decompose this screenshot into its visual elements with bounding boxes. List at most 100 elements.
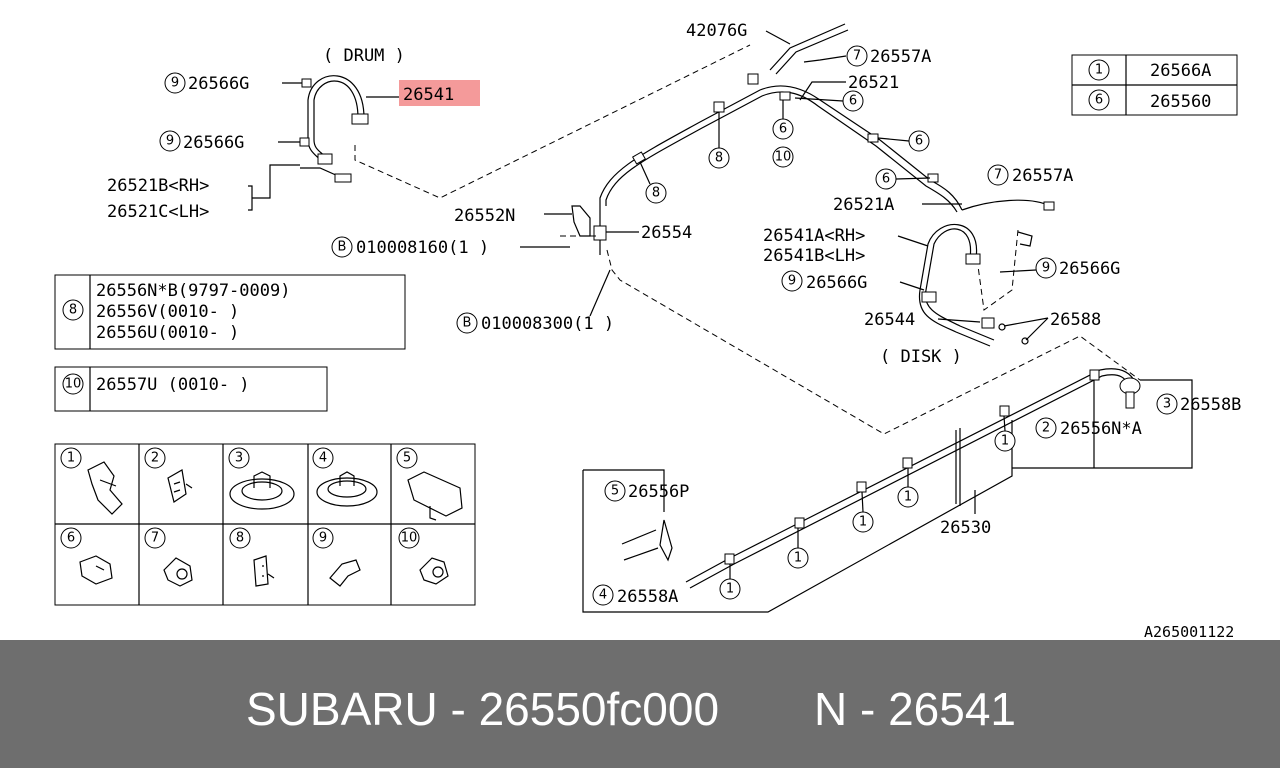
disk-brake-hose [918,223,1033,347]
svg-text:7: 7 [853,49,861,64]
table-10: 10 26557U (0010- ) [54,366,328,412]
part-cell-4: 4 [312,447,378,507]
drum-brake-hose [300,75,369,183]
marker-1: 1 [897,486,919,508]
marker-9: 9 [781,270,803,292]
svg-text:B: B [338,240,347,255]
brake-pipe-rear [621,368,1141,589]
callout-26552N[interactable]: 26552N [454,206,515,226]
marker-6: 6 [772,118,794,140]
svg-text:6: 6 [779,122,787,137]
svg-text:6: 6 [915,134,923,149]
svg-text:B: B [463,316,472,331]
table-top-right-part: 26566A [1150,61,1211,81]
callout-26566G-c[interactable]: 26566G [1059,259,1120,279]
svg-text:1: 1 [794,551,802,566]
svg-text:1: 1 [67,451,75,466]
marker-9: 9 [164,72,186,94]
marker-9: 9 [1035,257,1057,279]
svg-text:8: 8 [715,151,723,166]
svg-text:1: 1 [859,515,867,530]
callout-26521[interactable]: 26521 [848,73,899,93]
part-cell-6: 6 [60,527,113,585]
callout-26521C[interactable]: 26521C<LH> [107,202,209,222]
part-cell-9: 9 [312,527,361,587]
marker-1: 1 [852,511,874,533]
svg-text:1: 1 [1001,434,1009,449]
callout-26541B[interactable]: 26541B<LH> [763,246,865,266]
marker-9: 9 [159,130,181,152]
svg-text:1: 1 [1095,63,1103,78]
marker-7: 7 [846,45,868,67]
callout-26566G-a[interactable]: 26566G [188,74,249,94]
marker-6: 6 [875,168,897,190]
svg-text:9: 9 [166,134,174,149]
svg-text:8: 8 [652,186,660,201]
callout-42076G[interactable]: 42076G [686,21,747,41]
marker-B: B [331,236,353,258]
part-cell-2: 2 [144,447,193,503]
part-cell-5: 5 [396,447,463,521]
table-top-right: 1 26566A 6 265560 [1071,54,1238,116]
marker-1: 1 [719,578,741,600]
callout-26554[interactable]: 26554 [641,223,692,243]
svg-text:8: 8 [69,303,77,318]
callout-26530[interactable]: 26530 [940,518,991,538]
parts-grid: 1 2 3 4 5 6 7 8 9 10 [54,443,476,606]
callout-26556NA[interactable]: 26556N*A [1060,419,1142,439]
callout-26521B[interactable]: 26521B<RH> [107,176,209,196]
drawing-code: A265001122 [1144,623,1234,640]
callout-B-010008300[interactable]: 010008300(1 ) [481,314,614,334]
parts-diagram: ( DRUM ) 26541 9 26566G 9 26566G 26521B<… [54,21,1241,640]
callout-26558A[interactable]: 26558A [617,587,678,607]
table-8: 8 26556N*B(9797-0009) 26556V(0010- ) 265… [54,274,406,350]
callout-26541[interactable]: 26541 [403,85,454,105]
marker-1: 1 [994,430,1016,452]
marker-10: 10 [772,146,794,168]
callout-26588[interactable]: 26588 [1050,310,1101,330]
svg-text:9: 9 [788,274,796,289]
disk-label: ( DISK ) [880,347,962,367]
svg-text:1: 1 [726,582,734,597]
drum-label: ( DRUM ) [323,46,405,66]
marker-5: 5 [604,480,626,502]
marker-2: 2 [1035,417,1057,439]
svg-text:6: 6 [1095,93,1103,108]
svg-text:1: 1 [904,490,912,505]
callout-26556P[interactable]: 26556P [628,482,689,502]
svg-text:7: 7 [994,168,1002,183]
brake-pipe-main [599,73,1055,255]
footer-part-number: SUBARU - 26550fc000 [246,683,720,735]
callout-26541A[interactable]: 26541A<RH> [763,226,865,246]
callout-26544[interactable]: 26544 [864,310,915,330]
svg-text:7: 7 [151,531,159,546]
callout-26557A-top[interactable]: 26557A [870,47,931,67]
marker-7: 7 [987,164,1009,186]
callout-B-010008160[interactable]: 010008160(1 ) [356,238,489,258]
callout-26566G-b[interactable]: 26566G [183,133,244,153]
table-8-row: 26556N*B(9797-0009) [96,281,290,301]
svg-text:6: 6 [67,531,75,546]
callout-26566G-d[interactable]: 26566G [806,273,867,293]
part-cell-7: 7 [144,527,193,587]
svg-text:2: 2 [151,451,159,466]
callout-26557A-right[interactable]: 26557A [1012,166,1073,186]
svg-text:8: 8 [236,531,244,546]
part-cell-10: 10 [398,527,449,585]
svg-text:9: 9 [1042,261,1050,276]
svg-text:3: 3 [235,451,243,466]
callout-26521A[interactable]: 26521A [833,195,894,215]
marker-6: 6 [842,90,864,112]
table-10-row: 26557U (0010- ) [96,375,250,395]
highlight-box [399,80,480,106]
svg-text:9: 9 [319,531,327,546]
svg-text:2: 2 [1042,421,1050,436]
svg-text:3: 3 [1163,397,1171,412]
svg-text:10: 10 [401,531,418,546]
svg-text:6: 6 [882,172,890,187]
part-cell-3: 3 [228,447,295,510]
marker-8: 8 [645,182,667,204]
marker-8: 8 [708,147,730,169]
svg-text:9: 9 [171,76,179,91]
callout-26558B[interactable]: 26558B [1180,395,1241,415]
